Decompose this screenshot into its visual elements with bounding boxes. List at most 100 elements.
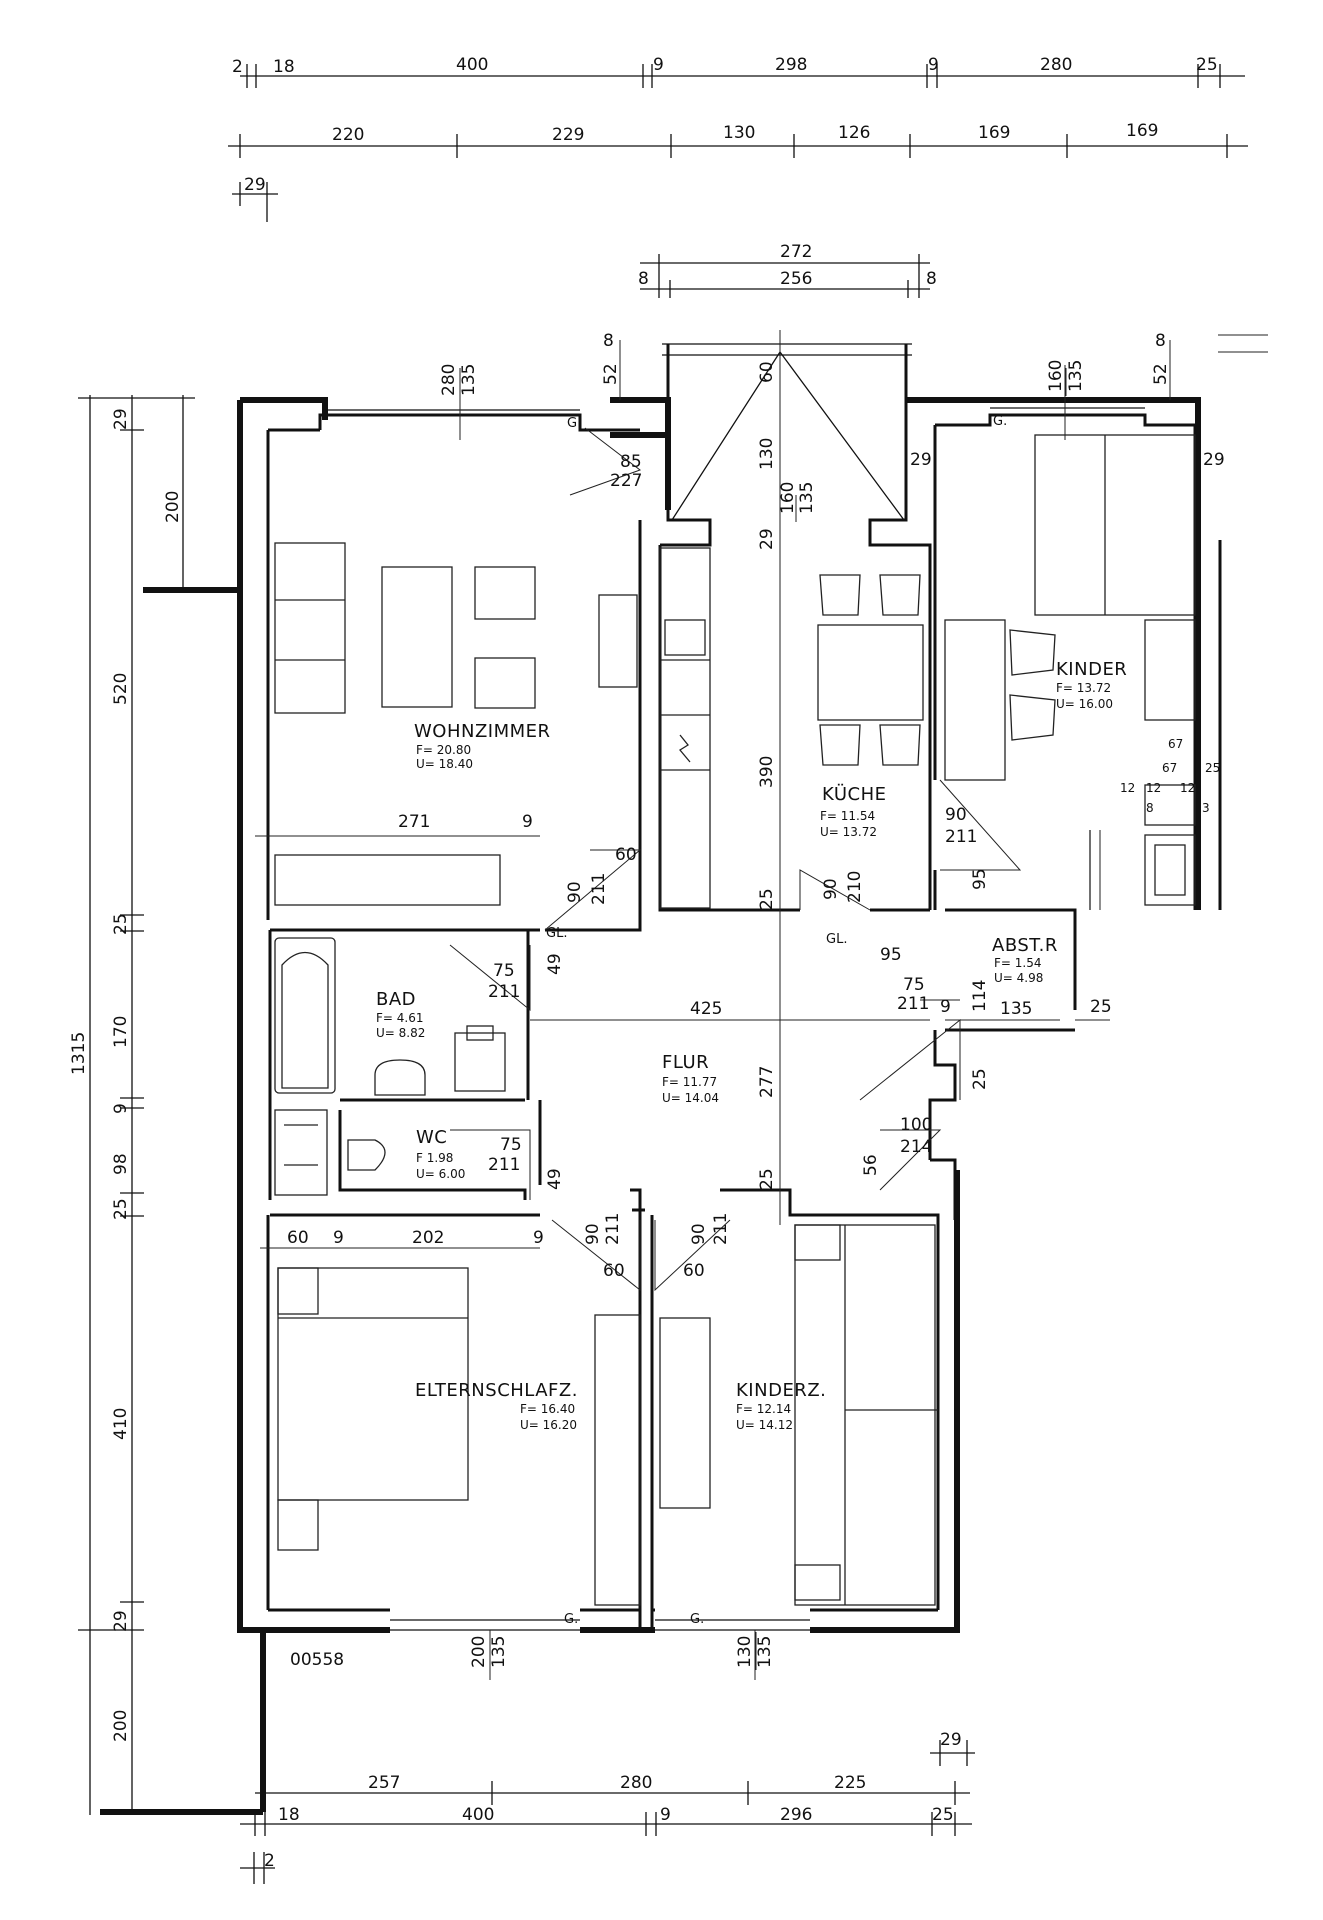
svg-text:60: 60 bbox=[683, 1261, 705, 1281]
bed bbox=[1034, 434, 1196, 616]
chair bbox=[1009, 629, 1056, 676]
svg-text:52: 52 bbox=[1151, 363, 1171, 385]
svg-text:9: 9 bbox=[522, 812, 533, 832]
svg-text:90: 90 bbox=[821, 878, 841, 900]
svg-text:200: 200 bbox=[469, 1636, 489, 1668]
kitchen-counter bbox=[659, 547, 711, 909]
perimeter-kinderz: U= 14.12 bbox=[736, 1418, 793, 1432]
sofa bbox=[274, 542, 346, 714]
fraction-bars bbox=[459, 368, 1067, 1670]
svg-text:29: 29 bbox=[1203, 450, 1225, 470]
room-name-wc: WC bbox=[416, 1127, 447, 1148]
wc-shelf bbox=[274, 1109, 328, 1196]
room-kueche: KÜCHE F= 11.54 U= 13.72 bbox=[820, 783, 886, 839]
dim-272: 272 bbox=[780, 242, 812, 262]
chair bbox=[879, 574, 921, 616]
svg-text:8: 8 bbox=[1146, 801, 1154, 815]
svg-text:9: 9 bbox=[533, 1228, 544, 1248]
svg-text:29: 29 bbox=[757, 528, 777, 550]
perimeter-abstr: U= 4.98 bbox=[994, 971, 1043, 985]
interior-dimension-text: 280 135 52 8 85 227 60 130 160 135 29 16… bbox=[287, 331, 1225, 1668]
room-eltern: ELTERNSCHLAFZ. F= 16.40 U= 16.20 bbox=[415, 1380, 578, 1432]
label-gl: GL. bbox=[826, 932, 847, 947]
svg-text:202: 202 bbox=[412, 1228, 444, 1248]
dim-left-9: 9 bbox=[111, 1103, 131, 1114]
label-gl: GL. bbox=[546, 926, 567, 941]
svg-text:90: 90 bbox=[583, 1223, 603, 1245]
perimeter-wohnzimmer: U= 18.40 bbox=[416, 757, 473, 771]
washbasin bbox=[454, 1032, 506, 1092]
dim-left-410: 410 bbox=[111, 1408, 131, 1440]
room-name-abstr: ABST.R bbox=[992, 935, 1058, 956]
dim-169b: 169 bbox=[1126, 121, 1158, 141]
left-dimensions: 29 200 520 25 170 9 98 25 410 29 200 131… bbox=[69, 395, 195, 1815]
dim-left-200b: 200 bbox=[111, 1710, 131, 1742]
dim-left-520: 520 bbox=[111, 673, 131, 705]
room-name-kinder: KINDER bbox=[1056, 659, 1127, 680]
svg-text:211: 211 bbox=[945, 827, 977, 847]
kitchen-window-dims: 272 8 256 8 bbox=[638, 242, 937, 298]
perimeter-flur: U= 14.04 bbox=[662, 1091, 719, 1105]
svg-text:211: 211 bbox=[488, 1155, 520, 1175]
room-name-kinderz: KINDERZ. bbox=[736, 1380, 826, 1401]
svg-text:135: 135 bbox=[797, 482, 817, 514]
bottom-dimensions: 29 257 280 225 18 400 9 296 25 2 bbox=[240, 1730, 975, 1884]
toilet-bath bbox=[374, 1059, 426, 1096]
svg-text:227: 227 bbox=[610, 471, 642, 491]
armchair bbox=[474, 566, 536, 620]
svg-text:90: 90 bbox=[945, 805, 967, 825]
dining-table bbox=[817, 624, 924, 721]
perimeter-bad: U= 8.82 bbox=[376, 1026, 425, 1040]
room-kinderz: KINDERZ. F= 12.14 U= 14.12 bbox=[736, 1380, 826, 1432]
dim-25: 25 bbox=[1196, 55, 1218, 75]
svg-text:60: 60 bbox=[757, 361, 777, 383]
svg-text:25: 25 bbox=[757, 888, 777, 910]
svg-text:130: 130 bbox=[735, 1636, 755, 1668]
furniture bbox=[274, 434, 1196, 1606]
dim-126: 126 bbox=[838, 123, 870, 143]
coffee-table bbox=[381, 566, 453, 708]
svg-text:12: 12 bbox=[1120, 781, 1135, 795]
dim-left-29b: 29 bbox=[111, 1610, 131, 1632]
wc-toilet bbox=[347, 1139, 386, 1171]
svg-text:75: 75 bbox=[493, 961, 515, 981]
top-dimension-row-2: 220 229 130 126 169 169 bbox=[228, 121, 1248, 158]
svg-text:56: 56 bbox=[861, 1154, 881, 1176]
svg-text:75: 75 bbox=[903, 975, 925, 995]
top-dimension-row-1: 2 18 400 9 298 9 280 25 bbox=[232, 55, 1245, 88]
dim-225: 225 bbox=[834, 1773, 866, 1793]
dim-2-b: 2 bbox=[264, 1851, 275, 1871]
dim-9b: 9 bbox=[928, 55, 939, 75]
svg-text:214: 214 bbox=[900, 1137, 932, 1157]
glass-labels: G. G. G. G. GL. GL. bbox=[546, 414, 1007, 1627]
svg-text:211: 211 bbox=[711, 1213, 731, 1245]
svg-text:9: 9 bbox=[333, 1228, 344, 1248]
area-bad: F= 4.61 bbox=[376, 1011, 424, 1025]
sideboard bbox=[274, 854, 501, 906]
sink bbox=[664, 619, 706, 656]
bathtub bbox=[274, 937, 336, 1094]
svg-text:67: 67 bbox=[1168, 737, 1183, 751]
label-g: G. bbox=[993, 414, 1007, 429]
svg-text:271: 271 bbox=[398, 812, 430, 832]
svg-text:425: 425 bbox=[690, 999, 722, 1019]
perimeter-wc: U= 6.00 bbox=[416, 1167, 465, 1181]
svg-text:211: 211 bbox=[897, 994, 929, 1014]
area-flur: F= 11.77 bbox=[662, 1075, 717, 1089]
room-name-eltern: ELTERNSCHLAFZ. bbox=[415, 1380, 578, 1401]
perimeter-eltern: U= 16.20 bbox=[520, 1418, 577, 1432]
svg-text:25: 25 bbox=[970, 1068, 990, 1090]
room-bad: BAD F= 4.61 U= 8.82 bbox=[376, 989, 425, 1040]
dim-280-b: 280 bbox=[620, 1773, 652, 1793]
room-name-flur: FLUR bbox=[662, 1052, 709, 1073]
svg-text:52: 52 bbox=[601, 363, 621, 385]
svg-text:67: 67 bbox=[1162, 761, 1177, 775]
dim-257: 257 bbox=[368, 1773, 400, 1793]
svg-text:95: 95 bbox=[880, 945, 902, 965]
plan-number: 00558 bbox=[290, 1650, 344, 1670]
svg-text:25: 25 bbox=[1090, 997, 1112, 1017]
area-wohnzimmer: F= 20.80 bbox=[416, 743, 471, 757]
desk-2 bbox=[659, 1317, 711, 1509]
svg-text:49: 49 bbox=[545, 1168, 565, 1190]
area-kueche: F= 11.54 bbox=[820, 809, 875, 823]
